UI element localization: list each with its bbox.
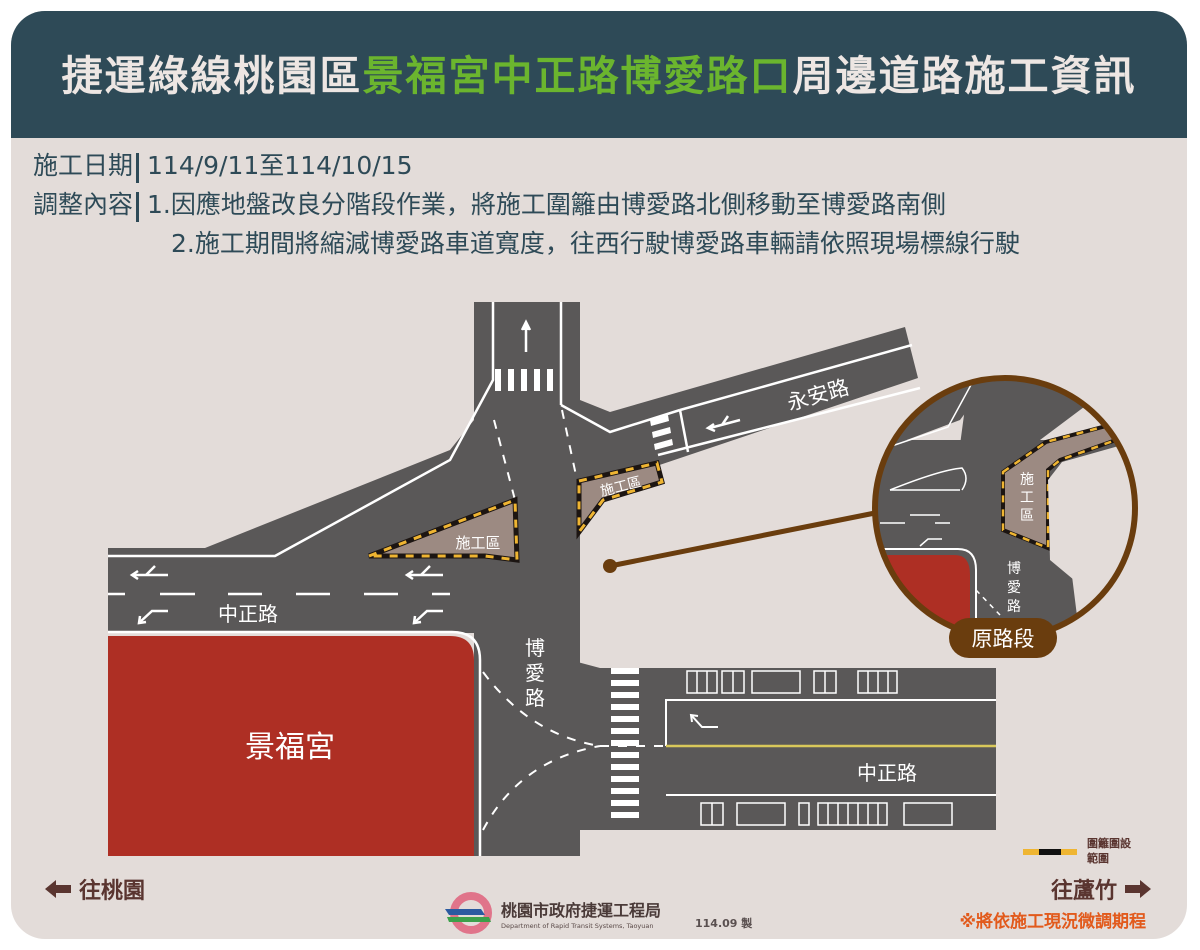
direction-west-label: 往桃園: [79, 879, 146, 904]
page-title: 捷運綠線桃園區景福宮中正路博愛路口周邊道路施工資訊: [62, 42, 1137, 102]
curb-line: [108, 630, 482, 856]
inset-original-section: 施 工 區 博 愛 路 原路段: [872, 375, 1138, 658]
svg-text:愛: 愛: [525, 661, 545, 685]
svg-text:博: 博: [525, 636, 545, 660]
svg-text:區: 區: [1020, 508, 1034, 524]
inset-badge: [949, 618, 1057, 658]
construction-label: 施工區: [455, 534, 500, 552]
svg-text:路: 路: [1007, 599, 1021, 615]
svg-text:愛: 愛: [1007, 580, 1021, 596]
svg-text:博: 博: [1007, 560, 1021, 577]
info-board: 捷運綠線桃園區景福宮中正路博愛路口周邊道路施工資訊 施工日期 114/9/11至1…: [11, 11, 1187, 939]
org-name-en: Department of Rapid Transit Systems, Tao…: [501, 921, 654, 930]
construction-zone-west: 施工區: [368, 496, 520, 563]
divider: [136, 153, 140, 183]
made-date: 114.09 製: [695, 917, 753, 930]
adjust-row-2: 2.施工期間將縮減博愛路車道寬度，往西行駛博愛路車輛請依照現場標線行駛: [33, 225, 1020, 264]
arrow-left-icon: [45, 880, 71, 898]
title-suffix: 周邊道路施工資訊: [792, 51, 1137, 100]
direction-east-label: 往蘆竹: [1050, 879, 1117, 904]
title-highlight: 景福宮中正路博愛路口: [362, 51, 793, 100]
lane-markings-east: [665, 699, 996, 796]
divider: [136, 191, 140, 222]
callout-dot: [603, 559, 617, 573]
date-value: 114/9/11至114/10/15: [147, 151, 413, 180]
adjust-label: 調整內容: [33, 189, 134, 219]
north-arrow: [520, 319, 532, 352]
direction-west: 往桃園: [45, 873, 145, 905]
legend: 圍籬圍設 範圍: [1023, 837, 1131, 867]
road-map: 景福宮 中正路: [108, 302, 1138, 856]
svg-text:施: 施: [1020, 472, 1034, 488]
direction-east: 往蘆竹: [1051, 873, 1151, 905]
header-banner: 捷運綠線桃園區景福宮中正路博愛路口周邊道路施工資訊: [11, 11, 1187, 138]
road-label-zhongzheng-east: 中正路: [857, 761, 917, 785]
svg-text:路: 路: [525, 686, 545, 710]
lane-markings-yongan: [657, 343, 921, 457]
svg-text:工: 工: [1020, 490, 1034, 506]
lane-arrows-west: [129, 565, 443, 625]
construction-zone-east: 施工區: [576, 460, 666, 540]
callout-line: [609, 510, 876, 569]
lane-markings-west: [108, 302, 681, 596]
fence-legend-label: 圍籬圍設 範圍: [1087, 837, 1131, 865]
parking-spaces: [686, 670, 953, 826]
adjust-item-2: 2.施工期間將縮減博愛路車道寬度，往西行駛博愛路車輛請依照現場標線行駛: [171, 228, 1020, 258]
road-label-boai: 博 愛 路: [525, 636, 545, 710]
fence-legend-swatch: [1023, 848, 1077, 855]
inset-badge-label: 原路段: [972, 627, 1035, 651]
yongan-crosswalk: [650, 415, 673, 450]
guide-lines: [482, 409, 665, 831]
date-label: 施工日期: [33, 151, 134, 180]
schedule-note: ※將依施工現況微調期程: [959, 912, 1146, 932]
metro-logo-icon: [445, 892, 492, 934]
north-crosswalk: [495, 369, 553, 391]
org-name: 桃園市政府捷運工程局: [501, 900, 662, 920]
date-row: 施工日期 114/9/11至114/10/15: [33, 147, 1020, 186]
info-section: 施工日期 114/9/11至114/10/15 調整內容 1.因應地盤改良分階段作業…: [33, 147, 1020, 263]
temple-block: [108, 636, 474, 856]
title-prefix: 捷運綠線桃園區: [61, 51, 363, 100]
landmark-label: 景福宮: [245, 730, 335, 765]
adjust-item-1: 1.因應地盤改良分階段作業，將施工圍籬由博愛路北側移動至博愛路南側: [147, 189, 946, 219]
org-logo: 桃園市政府捷運工程局 Department of Rapid Transit S…: [441, 891, 661, 935]
south-crosswalk: [611, 668, 639, 818]
road-label-zhongzheng-west: 中正路: [218, 602, 278, 626]
arrow-right-icon: [1125, 880, 1151, 898]
adjust-row: 調整內容 1.因應地盤改良分階段作業，將施工圍籬由博愛路北側移動至博愛路南側: [33, 186, 1020, 225]
